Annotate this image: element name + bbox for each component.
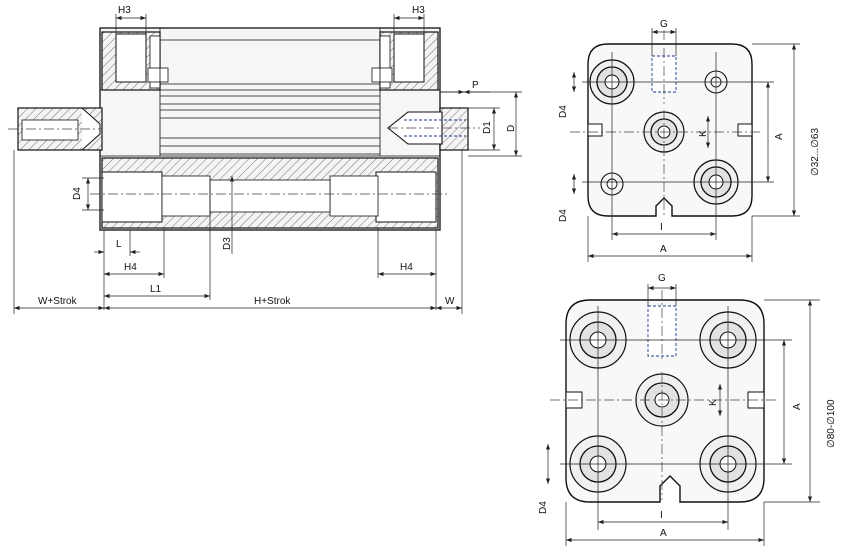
dim-label-d4-side: D4	[72, 187, 83, 200]
lower-section	[90, 157, 450, 229]
top-view-large: G K A ∅80-∅100 D4 I A	[538, 273, 837, 546]
dim-label-h3-left: H3	[118, 5, 131, 16]
top-view-small: G D4 D4 K A I A ∅32...∅63	[558, 19, 821, 262]
dim-label-h4-left: H4	[124, 262, 137, 273]
dim-label-k-large: K	[708, 399, 719, 406]
left-end-cap	[101, 31, 169, 91]
dim-label-k-small: K	[698, 130, 709, 137]
dim-label-l: L	[116, 239, 122, 250]
dim-label-w-stroke: W+Strok	[38, 296, 78, 307]
dim-label-h-stroke: H+Strok	[254, 296, 291, 307]
dim-label-p: P	[472, 80, 479, 91]
dim-label-h3-right: H3	[412, 5, 425, 16]
dim-label-d4-large: D4	[538, 501, 549, 514]
dim-label-g-small: G	[660, 19, 668, 30]
dim-label-d3: D3	[222, 237, 233, 250]
dim-label-i-large: I	[660, 510, 663, 521]
dim-label-h4-right: H4	[400, 262, 413, 273]
dim-label-d4-small-top: D4	[558, 105, 569, 118]
dim-label-w: W	[445, 296, 455, 307]
left-rod	[8, 107, 103, 151]
dim-label-l1: L1	[150, 284, 162, 295]
dim-label-d1: D1	[482, 121, 493, 134]
side-view: H3 H3 P D1 D D4 D3 L	[8, 5, 522, 314]
right-rod	[387, 107, 480, 151]
dim-label-d4-small-bottom: D4	[558, 209, 569, 222]
dim-label-a-horizontal-small: A	[660, 244, 667, 255]
barrel	[100, 28, 440, 157]
right-end-cap	[371, 31, 439, 91]
dim-label-i-small: I	[660, 222, 663, 233]
dim-label-size-range-small: ∅32...∅63	[810, 128, 821, 176]
dim-label-a-vertical-large: A	[792, 403, 803, 410]
dim-label-a-horizontal-large: A	[660, 528, 667, 539]
dim-label-d: D	[506, 125, 517, 132]
dim-label-a-vertical-small: A	[774, 133, 785, 140]
dim-label-size-range-large: ∅80-∅100	[826, 399, 837, 448]
dim-label-g-large: G	[658, 273, 666, 284]
